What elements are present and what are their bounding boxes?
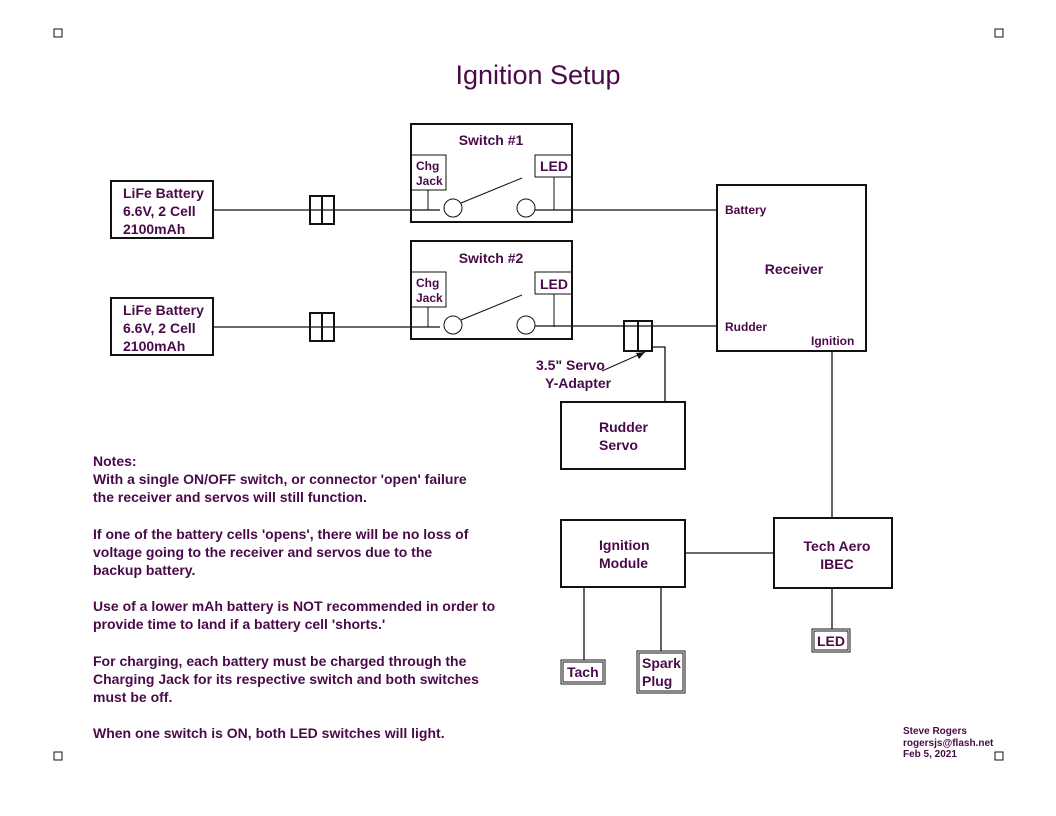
receiver-battery-port: Battery: [725, 203, 767, 217]
switch-2-contact-left: [443, 315, 463, 335]
notes-p4-line1: For charging, each battery must be charg…: [93, 652, 467, 669]
tach-label: Tach: [567, 664, 599, 680]
y-adapter-label-line1: 3.5" Servo: [536, 357, 605, 373]
switch-2-lever: [460, 294, 523, 321]
ibec-led: LED: [811, 628, 851, 653]
switch-1-contact-left: [443, 198, 463, 218]
ignition-module-line1: Ignition: [599, 537, 650, 553]
battery-1-line2: 6.6V, 2 Cell: [123, 203, 196, 219]
switch-2-jack-label: Jack: [416, 291, 443, 305]
battery-2: LiFe Battery 6.6V, 2 Cell 2100mAh: [110, 297, 214, 356]
receiver-ignition-port: Ignition: [811, 334, 854, 348]
y-adapter-to-servo-wire: [652, 346, 666, 402]
corner-mark-bottom-right: [994, 751, 1004, 761]
spark-plug-line1: Spark: [642, 655, 681, 671]
signature-email: rogersjs@flash.net: [903, 737, 994, 749]
rudder-servo-line2: Servo: [599, 437, 638, 453]
ignition-module-line2: Module: [599, 555, 648, 571]
y-adapter-pointer-arrowhead: [636, 352, 645, 359]
notes-p3-line2: provide time to land if a battery cell '…: [93, 616, 386, 633]
spark-plug: Spark Plug: [636, 650, 686, 694]
switch-1-contact-right: [516, 198, 536, 218]
switch-1-jack-label: Jack: [416, 174, 443, 188]
battery-1-connector: [309, 195, 335, 225]
battery-2-line3: 2100mAh: [123, 338, 185, 354]
corner-mark-top-right: [994, 28, 1004, 38]
notes-p5-line1: When one switch is ON, both LED switches…: [93, 725, 445, 742]
battery-2-line1: LiFe Battery: [123, 302, 204, 318]
spark-plug-line2: Plug: [642, 673, 672, 689]
tech-aero-ibec: Tech Aero IBEC: [773, 517, 893, 589]
notes-p4-line2: Charging Jack for its respective switch …: [93, 670, 479, 687]
switch-1: Switch #1 Chg Jack LED: [410, 123, 573, 223]
receiver-title: Receiver: [765, 261, 824, 277]
signature-date: Feb 5, 2021: [903, 749, 957, 760]
switch-2-contact-right: [516, 315, 536, 335]
receiver: Receiver Battery Rudder Ignition: [716, 184, 867, 352]
corner-mark-bottom-left: [53, 751, 63, 761]
tach: Tach: [560, 659, 606, 685]
tech-aero-line2: IBEC: [820, 556, 853, 572]
battery-2-connector: [309, 312, 335, 342]
switch-2-led-label: LED: [540, 276, 568, 292]
battery-1: LiFe Battery 6.6V, 2 Cell 2100mAh: [110, 180, 214, 239]
signature: Steve Rogers rogersjs@flash.net Feb 5, 2…: [903, 726, 993, 761]
rudder-servo: Rudder Servo: [560, 401, 686, 470]
signature-name: Steve Rogers: [903, 726, 967, 737]
notes-p2-line1: If one of the battery cells 'opens', the…: [93, 525, 469, 542]
switch-1-led-label: LED: [540, 158, 568, 174]
battery-2-line2: 6.6V, 2 Cell: [123, 320, 196, 336]
tech-aero-line1: Tech Aero: [804, 538, 871, 554]
battery-1-line3: 2100mAh: [123, 221, 185, 237]
notes-p1-line2: the receiver and servos will still funct…: [93, 489, 367, 506]
diagram-title: Ignition Setup: [455, 60, 620, 90]
switch-1-lever: [460, 177, 523, 204]
notes-p1-line1: With a single ON/OFF switch, or connecto…: [93, 471, 467, 488]
rudder-servo-line1: Rudder: [599, 419, 649, 435]
notes-heading: Notes:: [93, 453, 137, 469]
y-adapter-connector: [623, 320, 653, 352]
switch-2: Switch #2 Chg Jack LED: [410, 240, 573, 340]
corner-mark-top-left: [53, 28, 63, 38]
switch-2-chg-label: Chg: [416, 276, 439, 290]
receiver-rudder-port: Rudder: [725, 320, 767, 334]
notes-p3-line1: Use of a lower mAh battery is NOT recomm…: [93, 598, 496, 615]
y-adapter-label-line2: Y-Adapter: [545, 375, 612, 391]
battery-1-line1: LiFe Battery: [123, 185, 204, 201]
switch-1-chg-label: Chg: [416, 159, 439, 173]
ibec-led-label: LED: [817, 633, 845, 649]
notes-p2-line2: voltage going to the receiver and servos…: [93, 543, 433, 560]
switch-2-title: Switch #2: [459, 250, 524, 266]
switch-1-title: Switch #1: [459, 132, 524, 148]
ignition-module: Ignition Module: [560, 519, 686, 588]
notes-p4-line3: must be off.: [93, 689, 173, 706]
notes: Notes: With a single ON/OFF switch, or c…: [93, 452, 553, 742]
notes-p2-line3: backup battery.: [93, 562, 196, 579]
